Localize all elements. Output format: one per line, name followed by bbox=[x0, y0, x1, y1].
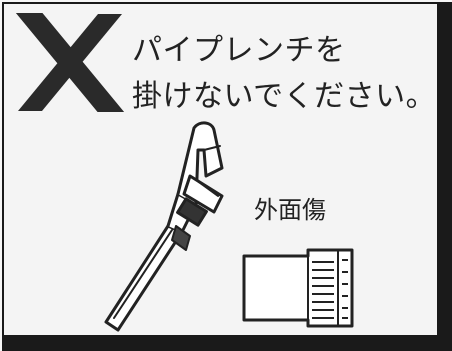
warning-text-line-2: 掛けないでください。 bbox=[132, 79, 437, 114]
threaded-fitting-icon bbox=[242, 248, 354, 328]
warning-text-line-1: パイプレンチを bbox=[132, 33, 346, 68]
x-mark-icon bbox=[15, 13, 125, 112]
frame-border-top bbox=[2, 2, 439, 4]
frame-shadow-bottom bbox=[2, 335, 452, 351]
outer-damage-label: 外面傷 bbox=[254, 196, 326, 224]
frame-border-left bbox=[2, 2, 4, 337]
frame-shadow-right bbox=[437, 2, 452, 351]
pipe-wrench-icon bbox=[104, 121, 224, 332]
